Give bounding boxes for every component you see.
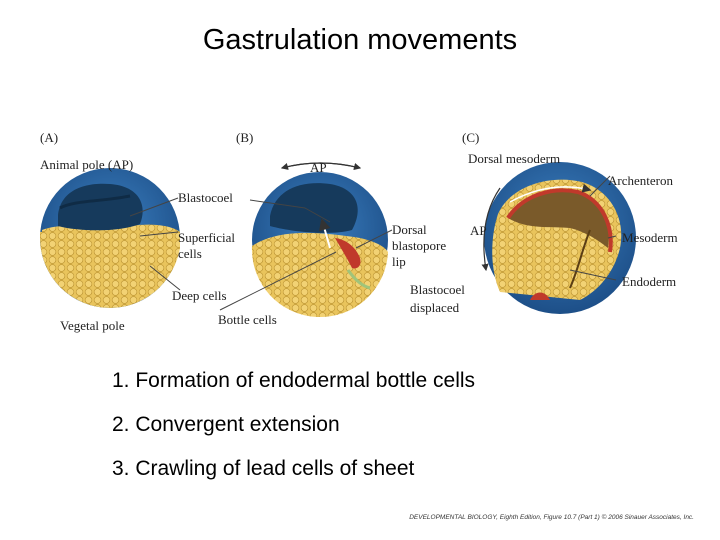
step-item: 2. Convergent extension xyxy=(112,413,340,436)
leader-lines xyxy=(129,175,617,311)
blastocoel-label-a: Blastocoel xyxy=(178,190,233,205)
embryo-b xyxy=(251,172,388,318)
step-item: 1. Formation of endodermal bottle cells xyxy=(112,369,476,392)
ap-label-c: AP xyxy=(470,223,487,238)
deep-cells-label: Deep cells xyxy=(172,288,227,303)
mesoderm-label: Mesoderm xyxy=(622,230,678,245)
panel-a-letter: (A) xyxy=(40,130,59,145)
movement-arrows xyxy=(280,162,592,272)
blastocoel-displaced-label-1: Blastocoel xyxy=(410,282,465,297)
endoderm-label: Endoderm xyxy=(622,274,677,289)
gastrulation-figure: (A) Animal pole (AP) Blastocoel Superfic… xyxy=(30,120,700,340)
archenteron-label: Archenteron xyxy=(608,173,673,188)
dorsal-lip-label-2: blastopore xyxy=(392,238,447,253)
superficial-cells-label-2: cells xyxy=(178,246,202,261)
superficial-cells-label-1: Superficial xyxy=(178,230,236,245)
bottle-cells-label: Bottle cells xyxy=(218,312,277,327)
panel-c-letter: (C) xyxy=(462,130,480,145)
animal-pole-label: Animal pole (AP) xyxy=(40,157,134,172)
vegetal-pole-label: Vegetal pole xyxy=(60,318,125,333)
steps-list: 1. Formation of endodermal bottle cells … xyxy=(112,366,475,498)
dorsal-mesoderm-label: Dorsal mesoderm xyxy=(468,151,561,166)
panel-b-letter: (B) xyxy=(236,130,254,145)
ap-label-b: AP xyxy=(310,160,327,175)
dorsal-lip-label-3: lip xyxy=(392,254,406,269)
dorsal-lip-label-1: Dorsal xyxy=(392,222,427,237)
figure-credit: DEVELOPMENTAL BIOLOGY, Eighth Edition, F… xyxy=(409,514,694,521)
embryo-illustrations xyxy=(40,162,636,318)
embryo-a xyxy=(40,168,180,308)
blastocoel-displaced-label-2: displaced xyxy=(410,300,460,315)
slide-title: Gastrulation movements xyxy=(202,24,518,56)
step-item: 3. Crawling of lead cells of sheet xyxy=(112,457,415,480)
